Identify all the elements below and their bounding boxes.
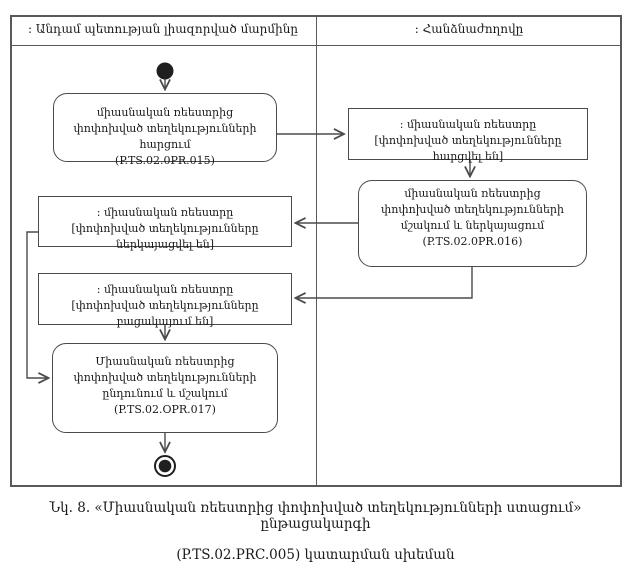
action-text: Միասնական ռեեստրից փոփոխված տեղեկություն… — [73, 355, 257, 416]
final-node-icon — [154, 455, 176, 477]
lane-header-commission: : Հանձնաժողովը — [414, 22, 524, 36]
figure-caption-line2: (P.TS.02.PRC.005) կատարման սխեման — [176, 547, 455, 563]
object-registry-absent: : միասնական ռեեստրը [փոփոխված տեղեկությո… — [38, 273, 292, 328]
action-title: միասնական ռեեստրից փոփոխված տեղեկություն… — [73, 106, 257, 151]
object-name: : միասնական ռեեստրը — [96, 283, 234, 296]
action-text: միասնական ռեեստրից փոփոխված տեղեկություն… — [381, 187, 564, 248]
figure-caption: Նկ. 8. «Միասնական ռեեստրից փոփոխված տեղե… — [0, 500, 631, 564]
action-receive-process-changed-info: Միասնական ռեեստրից փոփոխված տեղեկություն… — [52, 343, 278, 433]
initial-node-icon — [156, 62, 174, 80]
object-registry-requested: : միասնական ռեեստրը [փոփոխված տեղեկությո… — [348, 108, 588, 163]
lane-header-member-state-body: : Անդամ պետության լիազորված մարմինը — [27, 22, 299, 36]
object-registry-submitted: : միասնական ռեեստրը [փոփոխված տեղեկությո… — [38, 196, 292, 251]
object-name: : միասնական ռեեստրը — [399, 118, 537, 131]
object-state: [փոփոխված տեղեկությունները բացակայում են… — [71, 298, 259, 328]
connector-registry-submitted-to-receive — [26, 231, 49, 378]
action-process-submit-changed-info: միասնական ռեեստրից փոփոխված տեղեկություն… — [358, 180, 587, 267]
action-request-changed-info: միասնական ռեեստրից փոփոխված տեղեկություն… — [53, 93, 277, 167]
connector-process-to-registry-absent — [296, 267, 473, 298]
action-code: (P.TS.02.0PR.015) — [115, 153, 215, 167]
object-state: [փոփոխված տեղեկությունները հարցվել են] — [374, 133, 562, 163]
object-name: : միասնական ռեեստրը — [96, 206, 234, 219]
figure-caption-line1: Նկ. 8. «Միասնական ռեեստրից փոփոխված տեղե… — [49, 500, 582, 532]
lane-divider — [316, 15, 317, 487]
object-state: [փոփոխված տեղեկությունները ներկայացվել ե… — [71, 221, 259, 251]
